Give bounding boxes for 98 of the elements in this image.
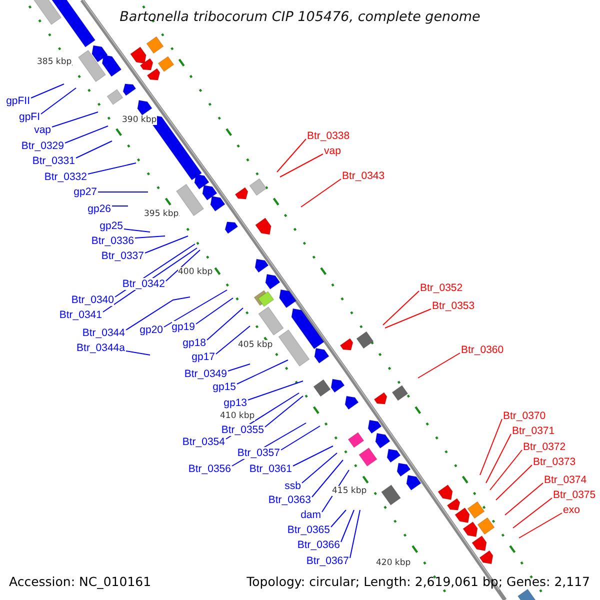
gene-label: gp27 [74, 186, 97, 198]
leader-line [264, 396, 304, 428]
gene-label: Btr_0367 [306, 555, 349, 567]
gene-label: Btr_0340 [71, 294, 114, 306]
leader-line [276, 138, 306, 172]
leader-line [236, 360, 288, 384]
gene-label: Btr_0336 [91, 235, 134, 247]
leader-line [88, 162, 136, 174]
leader-line [312, 460, 344, 498]
leader-line [518, 512, 562, 538]
leader-line [134, 236, 166, 238]
gene-label: Btr_0366 [297, 539, 340, 551]
scale-tick-label: 385 kbp [37, 57, 72, 67]
scale-tick-label: 400 kbp [178, 267, 213, 277]
gene-label: Btr_0373 [533, 456, 576, 468]
gene-label: Btr_0332 [44, 171, 87, 183]
gene-label: Btr_0356 [188, 463, 231, 475]
leader-line [480, 418, 502, 476]
gene-label: Btr_0343 [342, 170, 385, 182]
gene-label: Btr_0355 [221, 424, 264, 436]
gene-label: Btr_0341 [59, 309, 102, 321]
leader-line [164, 290, 228, 328]
gene-label: gp18 [182, 337, 206, 349]
gene-label: ssb [284, 480, 301, 492]
leader-line [280, 154, 324, 178]
gene-label: Btr_0344 [82, 327, 125, 339]
scale-tick-label: 410 kbp [220, 411, 255, 421]
gene-label: Btr_0331 [32, 155, 75, 167]
leader-line [504, 482, 544, 516]
gene-label: gp17 [192, 351, 215, 363]
leader-line [384, 308, 432, 328]
gene-label: gp13 [224, 397, 247, 409]
gene-label: Btr_0352 [420, 282, 463, 294]
gene-label: Btr_0357 [237, 447, 280, 459]
gene-label: Btr_0337 [101, 250, 144, 262]
leader-line [340, 510, 354, 542]
gene-label: gpFII [6, 95, 30, 107]
leader-line [302, 452, 338, 484]
gene-label: gp26 [88, 203, 111, 215]
leader-line [248, 380, 304, 400]
leader-line [124, 228, 150, 232]
gene-label: vap [324, 145, 341, 157]
leader-line [300, 178, 342, 208]
gene-label: Btr_0342 [122, 278, 165, 290]
leader-line [496, 464, 532, 500]
leader-line [382, 290, 420, 326]
leader-line [206, 308, 244, 340]
leader-line [512, 498, 552, 528]
gene-label: gp19 [172, 321, 195, 333]
leader-line [52, 112, 98, 128]
gene-label: Btr_0372 [523, 441, 566, 453]
gene-label: Btr_0361 [249, 463, 292, 475]
gene-label: Btr_0374 [544, 474, 587, 486]
gene-label: gpFI [18, 111, 40, 123]
leader-line [350, 510, 360, 558]
gene-label: dam [300, 509, 321, 521]
gene-label: Btr_0329 [21, 140, 64, 152]
accession-note: Accession: NC_010161 [9, 574, 152, 589]
leader-line [418, 352, 460, 378]
scale-tick-label: 415 kbp [332, 486, 367, 496]
genome-summary-note: Topology: circular; Length: 2,619,061 bp; Genes: 2,117 [246, 574, 590, 589]
gene-label: gp25 [100, 220, 123, 232]
gene-label: Btr_0370 [503, 410, 546, 422]
gene-label: Btr_0363 [268, 494, 311, 506]
leader-line [216, 326, 250, 354]
gene-label: gp20 [140, 324, 163, 336]
scale-tick-label: 405 kbp [238, 340, 273, 350]
leader-line [292, 446, 334, 466]
leader-line [144, 236, 188, 254]
map-title: Bartonella tribocorum CIP 105476, complete genome [118, 9, 482, 25]
gene-label: Btr_0375 [553, 489, 596, 501]
gene-label: Btr_0360 [461, 344, 504, 356]
leader-line [40, 88, 76, 114]
gene-label: Btr_0354 [182, 436, 225, 448]
leader-line [196, 298, 234, 324]
leader-line [30, 84, 64, 98]
leader-line [166, 250, 200, 282]
leader-line [126, 350, 150, 356]
leader-line [330, 510, 346, 528]
scale-tick-label: 390 kbp [122, 115, 157, 125]
leader-line [64, 126, 108, 144]
leader-line [228, 364, 250, 372]
leader-line [280, 426, 320, 450]
leader-line [76, 140, 112, 158]
gene-label: gp15 [212, 381, 236, 393]
gene-label: Btr_0349 [184, 368, 227, 380]
scale-tick-label: 420 kbp [376, 558, 411, 568]
gene-label: Btr_0365 [287, 524, 330, 536]
leader-line [486, 434, 512, 484]
gene-label: Btr_0344a [76, 342, 125, 354]
gene-label: vap [34, 124, 51, 136]
gene-label: exo [563, 504, 580, 516]
gene-label: Btr_0353 [432, 300, 475, 312]
scale-tick-label: 395 kbp [144, 209, 179, 219]
gene-label: Btr_0338 [307, 130, 350, 142]
leader-line [126, 296, 190, 330]
leader-line [490, 450, 522, 490]
gene-label: Btr_0371 [512, 425, 555, 437]
